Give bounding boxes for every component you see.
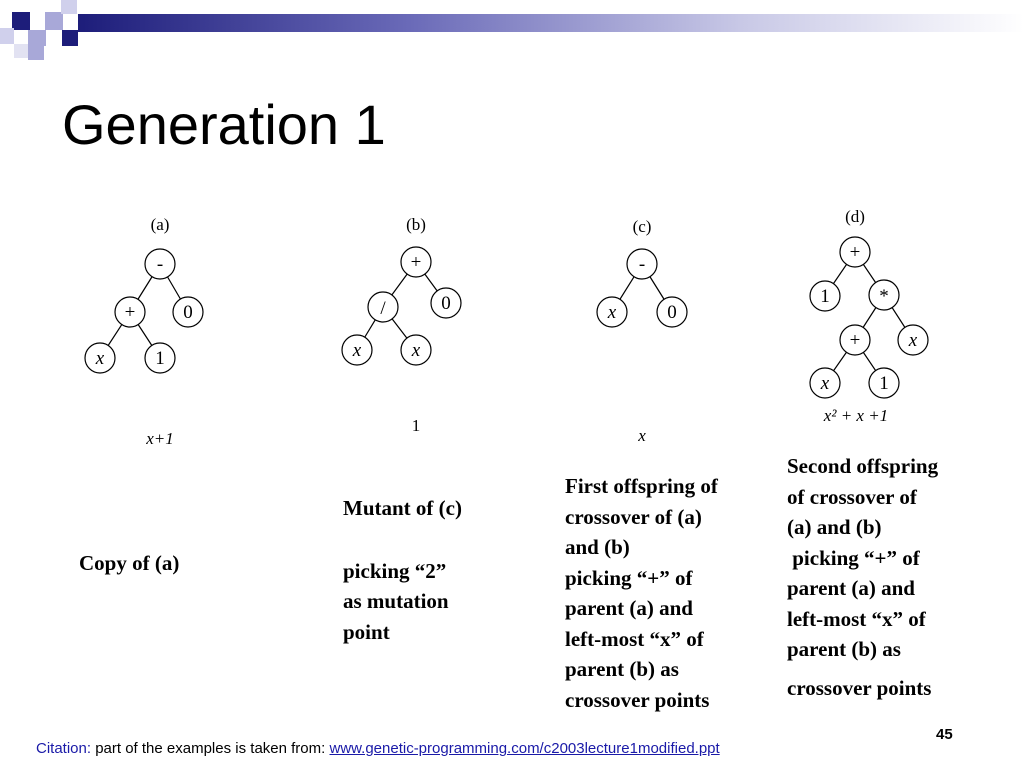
tree-node: x bbox=[84, 342, 116, 374]
deco-square bbox=[14, 44, 28, 58]
tree-node: x bbox=[400, 334, 432, 366]
description-line: picking “+” of bbox=[565, 565, 693, 590]
svg-text:/: / bbox=[380, 298, 386, 319]
citation-link[interactable]: www.genetic-programming.com/c2003lecture… bbox=[329, 740, 720, 757]
description-line: parent (a) and bbox=[787, 576, 915, 600]
slide-number: 45 bbox=[936, 726, 953, 743]
svg-text:x: x bbox=[352, 340, 362, 361]
tree-node: + bbox=[400, 246, 432, 278]
formula-a: x+1 bbox=[145, 429, 174, 448]
deco-square bbox=[28, 30, 46, 46]
tree-node: 1 bbox=[144, 342, 176, 374]
panel-label-a: (a) bbox=[151, 215, 170, 234]
tree-node: x bbox=[341, 334, 373, 366]
description-line: left-most “x” of bbox=[565, 626, 704, 651]
svg-text:-: - bbox=[639, 254, 645, 275]
deco-bar bbox=[78, 14, 1024, 32]
description-line: Mutant of (c) bbox=[343, 496, 462, 520]
description-line: of crossover of bbox=[787, 484, 917, 509]
svg-text:0: 0 bbox=[441, 293, 451, 314]
tree-node: 0 bbox=[430, 287, 462, 319]
svg-text:+: + bbox=[850, 330, 861, 351]
deco-square bbox=[45, 12, 63, 30]
deco-square bbox=[62, 30, 78, 46]
svg-text:0: 0 bbox=[667, 302, 677, 323]
slide-title: Generation 1 bbox=[62, 93, 386, 156]
description-line: crossover points bbox=[787, 675, 932, 700]
description-line: crossover of (a) bbox=[565, 504, 702, 529]
svg-text:x: x bbox=[95, 348, 105, 369]
svg-text:-: - bbox=[157, 254, 163, 275]
tree-node: 0 bbox=[656, 296, 688, 328]
panel-label-c: (c) bbox=[633, 217, 652, 236]
svg-text:+: + bbox=[411, 252, 422, 273]
citation-text: part of the examples is taken from: bbox=[91, 740, 330, 757]
description-line: and (b) bbox=[565, 535, 630, 559]
tree-node: x bbox=[897, 324, 929, 356]
svg-text:x: x bbox=[908, 330, 918, 351]
description-line: First offspring of bbox=[565, 474, 718, 498]
description-line: picking “2” bbox=[343, 558, 447, 583]
formula-d: x² + x +1 bbox=[823, 406, 888, 425]
description-b: Mutant of (c) picking “2” as mutation po… bbox=[343, 493, 462, 647]
tree-node: * bbox=[868, 279, 900, 311]
panel-label-d: (d) bbox=[845, 207, 865, 226]
description-line: left-most “x” of bbox=[787, 606, 926, 631]
description-c: First offspring of crossover of (a) and … bbox=[565, 471, 718, 715]
description-line: (a) and (b) bbox=[787, 515, 882, 539]
deco-square bbox=[61, 0, 77, 14]
svg-text:+: + bbox=[125, 302, 136, 323]
svg-text:1: 1 bbox=[879, 373, 889, 394]
description-line: parent (b) as bbox=[565, 657, 679, 681]
tree-node: - bbox=[144, 248, 176, 280]
tree-node: + bbox=[839, 236, 871, 268]
tree-node: x bbox=[596, 296, 628, 328]
description-a: Copy of (a) bbox=[79, 548, 179, 579]
deco-square bbox=[0, 28, 14, 44]
svg-text:0: 0 bbox=[183, 302, 193, 323]
description-d: Second offspring of crossover of (a) and… bbox=[787, 451, 938, 703]
description-line: picking “+” of bbox=[787, 545, 920, 570]
description-line: parent (a) and bbox=[565, 596, 693, 620]
svg-text:x: x bbox=[820, 373, 830, 394]
citation: Citation: part of the examples is taken … bbox=[36, 740, 720, 757]
deco-square bbox=[28, 46, 44, 60]
tree-node: - bbox=[626, 248, 658, 280]
svg-text:x: x bbox=[411, 340, 421, 361]
description-gap bbox=[343, 524, 462, 556]
svg-text:+: + bbox=[850, 242, 861, 263]
tree-node: 1 bbox=[868, 367, 900, 399]
description-line: crossover points bbox=[565, 687, 710, 712]
deco-square bbox=[12, 12, 30, 30]
description-line: Second offspring bbox=[787, 454, 939, 478]
description-line: point bbox=[343, 619, 390, 644]
tree-node: 1 bbox=[809, 280, 841, 312]
svg-text:x: x bbox=[607, 302, 617, 323]
tree-node: 0 bbox=[172, 296, 204, 328]
svg-text:1: 1 bbox=[820, 286, 830, 307]
description-line: parent (b) as bbox=[787, 637, 901, 661]
tree-node: x bbox=[809, 367, 841, 399]
formula-b: 1 bbox=[412, 416, 421, 435]
description-line: as mutation bbox=[343, 589, 449, 613]
tree-node: + bbox=[839, 324, 871, 356]
panel-label-b: (b) bbox=[406, 215, 426, 234]
svg-text:1: 1 bbox=[155, 348, 165, 369]
description-line: Copy of (a) bbox=[79, 551, 180, 575]
svg-text:*: * bbox=[879, 286, 889, 307]
tree-node: / bbox=[367, 291, 399, 323]
tree-node: + bbox=[114, 296, 146, 328]
citation-label: Citation: bbox=[36, 740, 92, 757]
description-gap bbox=[787, 665, 938, 673]
formula-c: x bbox=[637, 426, 646, 445]
